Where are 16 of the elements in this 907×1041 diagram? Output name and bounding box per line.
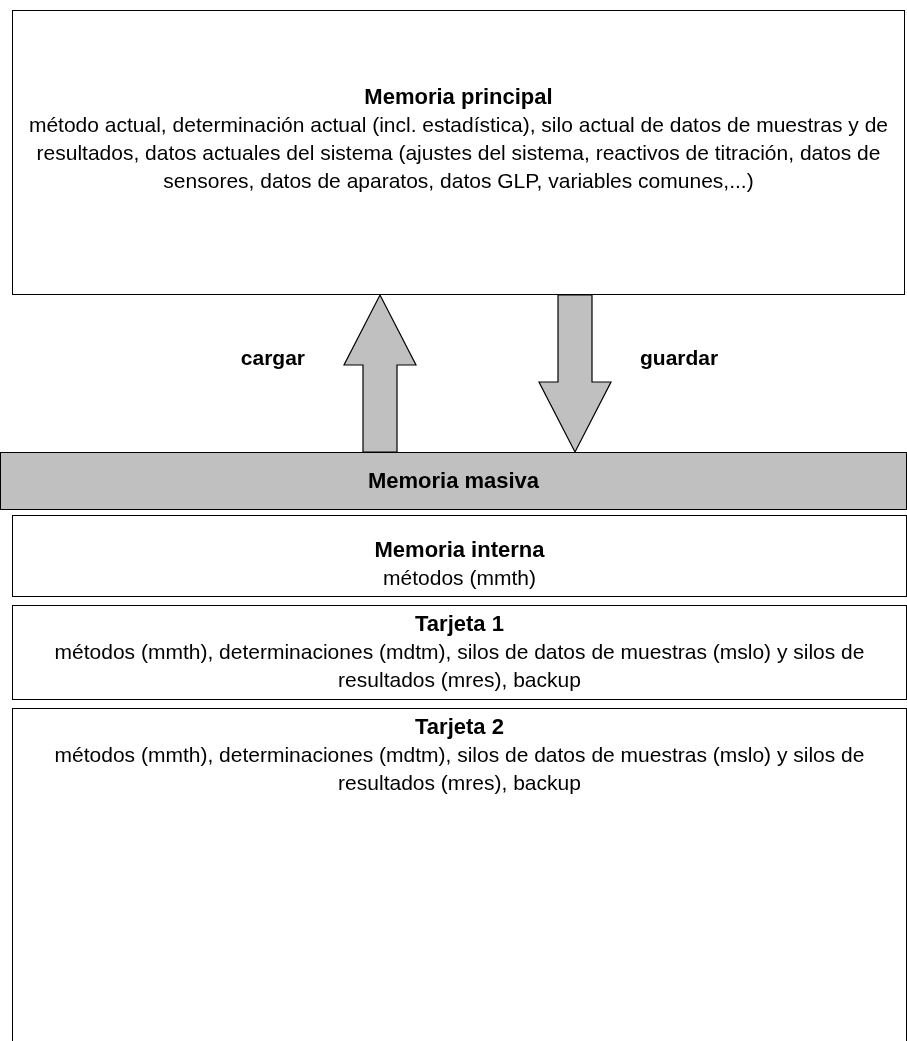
box-description: métodos (mmth), determinaciones (mdtm), silos de datos de muestras (mslo) y silos de resultados (mres), backup (53, 639, 866, 693)
memory-box (12, 10, 905, 295)
box-heading: Tarjeta 1 (414, 610, 505, 638)
memory-box (12, 605, 907, 700)
block-arrow (538, 294, 612, 454)
box-heading: Tarjeta 2 (414, 713, 505, 741)
memory-box (12, 515, 907, 597)
box-description: método actual, determinación actual (incl. estadística), silo actual de datos de muestras y de resultados, datos actuales del sistema (ajustes del sistema, reactivos de titración, datos de sensores, datos de aparatos, datos GLP, variables comunes,...) (27, 112, 890, 194)
box-description: métodos (mmth), determinaciones (mdtm), silos de datos de muestras (mslo) y silos de resultados (mres), backup (53, 742, 866, 796)
block-arrow (343, 293, 417, 453)
storage-band (0, 452, 907, 510)
memory-box (12, 708, 907, 1041)
box-description: métodos (mmth) (382, 565, 537, 591)
box-heading: Memoria interna (373, 536, 546, 564)
box-heading: Memoria masiva (366, 467, 541, 495)
box-heading: Memoria principal (363, 83, 554, 111)
